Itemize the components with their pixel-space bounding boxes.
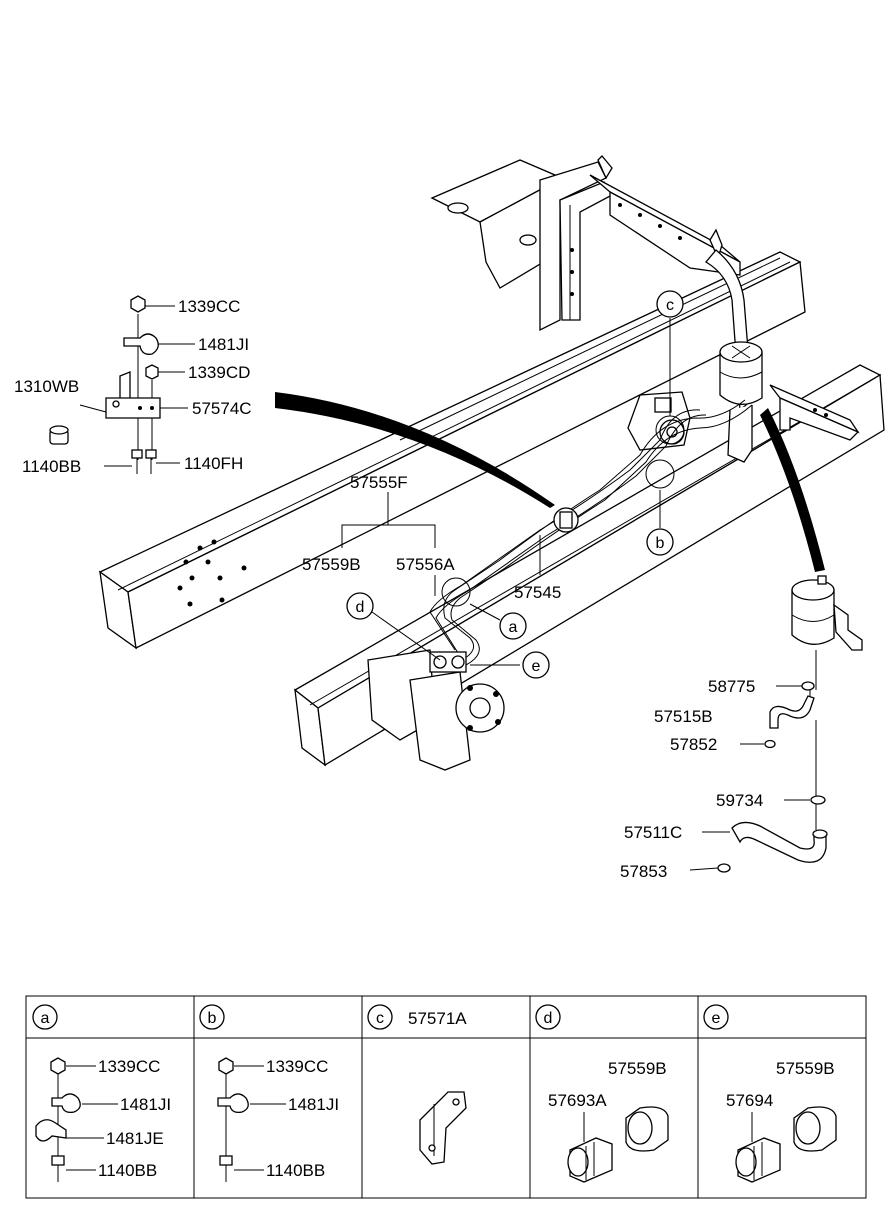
label-1140FH: 1140FH xyxy=(184,454,243,473)
label-57545: 57545 xyxy=(514,583,561,602)
pointer-stripe-left xyxy=(275,392,555,508)
label-57559B: 57559B xyxy=(302,555,361,574)
clamp-57853 xyxy=(717,863,731,873)
leader-lines xyxy=(79,305,810,871)
label-59734: 59734 xyxy=(716,791,763,810)
label-57574C: 57574C xyxy=(192,399,252,418)
callout-circle-c: c xyxy=(656,290,684,318)
panel-a-label-1140BB: 1140BB xyxy=(98,1161,157,1180)
panel-c-bracket xyxy=(419,1091,467,1165)
panel-b-label-1140BB: 1140BB xyxy=(266,1161,325,1180)
reservoir-installed xyxy=(719,341,763,463)
label-57853: 57853 xyxy=(620,862,667,881)
panel-e-parts: 57559B 57694 xyxy=(726,1059,837,1183)
label-1339CD: 1339CD xyxy=(188,363,250,382)
clamp-57852 xyxy=(764,739,776,749)
crossmember xyxy=(430,155,741,332)
panel-d-label-57693A: 57693A xyxy=(548,1091,607,1110)
panel-a-label-1339CC: 1339CC xyxy=(98,1057,160,1076)
svg-text:d: d xyxy=(356,599,365,616)
panel-d-header: d xyxy=(535,1004,561,1030)
reservoir-exploded xyxy=(791,575,863,830)
hose-clamp-a-position xyxy=(441,577,471,607)
clamp-58775 xyxy=(801,681,815,691)
label-57515B: 57515B xyxy=(654,707,713,726)
svg-text:e: e xyxy=(712,1010,721,1027)
svg-text:e: e xyxy=(532,658,541,675)
callout-circle-b: b xyxy=(646,528,674,556)
label-57571A: 57571A xyxy=(408,1009,467,1028)
label-57852: 57852 xyxy=(670,735,717,754)
svg-text:a: a xyxy=(41,1010,50,1027)
svg-text:c: c xyxy=(376,1010,384,1027)
panel-a-header: a xyxy=(32,1004,58,1030)
label-1339CC: 1339CC xyxy=(178,297,240,316)
callout-circle-a: a xyxy=(499,612,527,640)
panel-b-parts: 1339CC 1481JI 1140BB xyxy=(217,1057,339,1182)
panel-c-header: c 57571A xyxy=(367,1004,467,1030)
hose-clamp-b-position xyxy=(645,459,675,489)
label-1310WB: 1310WB xyxy=(14,377,79,396)
panel-e-header: e xyxy=(703,1004,729,1030)
panel-a-parts: 1339CC 1481JI 1481JE 1140BB xyxy=(35,1057,171,1182)
panel-b-label-1481JI: 1481JI xyxy=(288,1095,339,1114)
callout-circle-d: d xyxy=(346,592,374,620)
hose-57515B xyxy=(769,695,815,729)
svg-text:d: d xyxy=(544,1010,553,1027)
panel-b-header: b xyxy=(199,1004,225,1030)
bracket-exploded-stack xyxy=(49,295,161,474)
label-58775: 58775 xyxy=(708,677,755,696)
callout-circle-e: e xyxy=(522,651,550,679)
label-57511C: 57511C xyxy=(624,823,682,842)
label-1481JI: 1481JI xyxy=(198,335,249,354)
hose-clamp-main xyxy=(553,507,579,533)
label-57555F: 57555F xyxy=(350,473,408,492)
panel-d-parts: 57559B 57693A xyxy=(548,1059,669,1183)
clamp-59734 xyxy=(810,795,826,805)
steering-gear-box xyxy=(367,649,505,771)
svg-text:b: b xyxy=(656,535,665,552)
hose-57511C xyxy=(731,821,828,863)
pointer-stripe-right xyxy=(760,408,825,572)
label-1140BB: 1140BB xyxy=(22,457,81,476)
panel-a-label-1481JI: 1481JI xyxy=(120,1095,171,1114)
panel-e-label-57694: 57694 xyxy=(726,1091,773,1110)
panel-d-label-57559B: 57559B xyxy=(608,1059,667,1078)
panel-e-label-57559B: 57559B xyxy=(776,1059,835,1078)
svg-text:b: b xyxy=(208,1010,217,1027)
panel-b-label-1339CC: 1339CC xyxy=(266,1057,328,1076)
svg-text:a: a xyxy=(509,619,518,636)
svg-text:c: c xyxy=(666,297,674,314)
label-57556A: 57556A xyxy=(396,555,455,574)
panel-a-label-1481JE: 1481JE xyxy=(106,1129,164,1148)
